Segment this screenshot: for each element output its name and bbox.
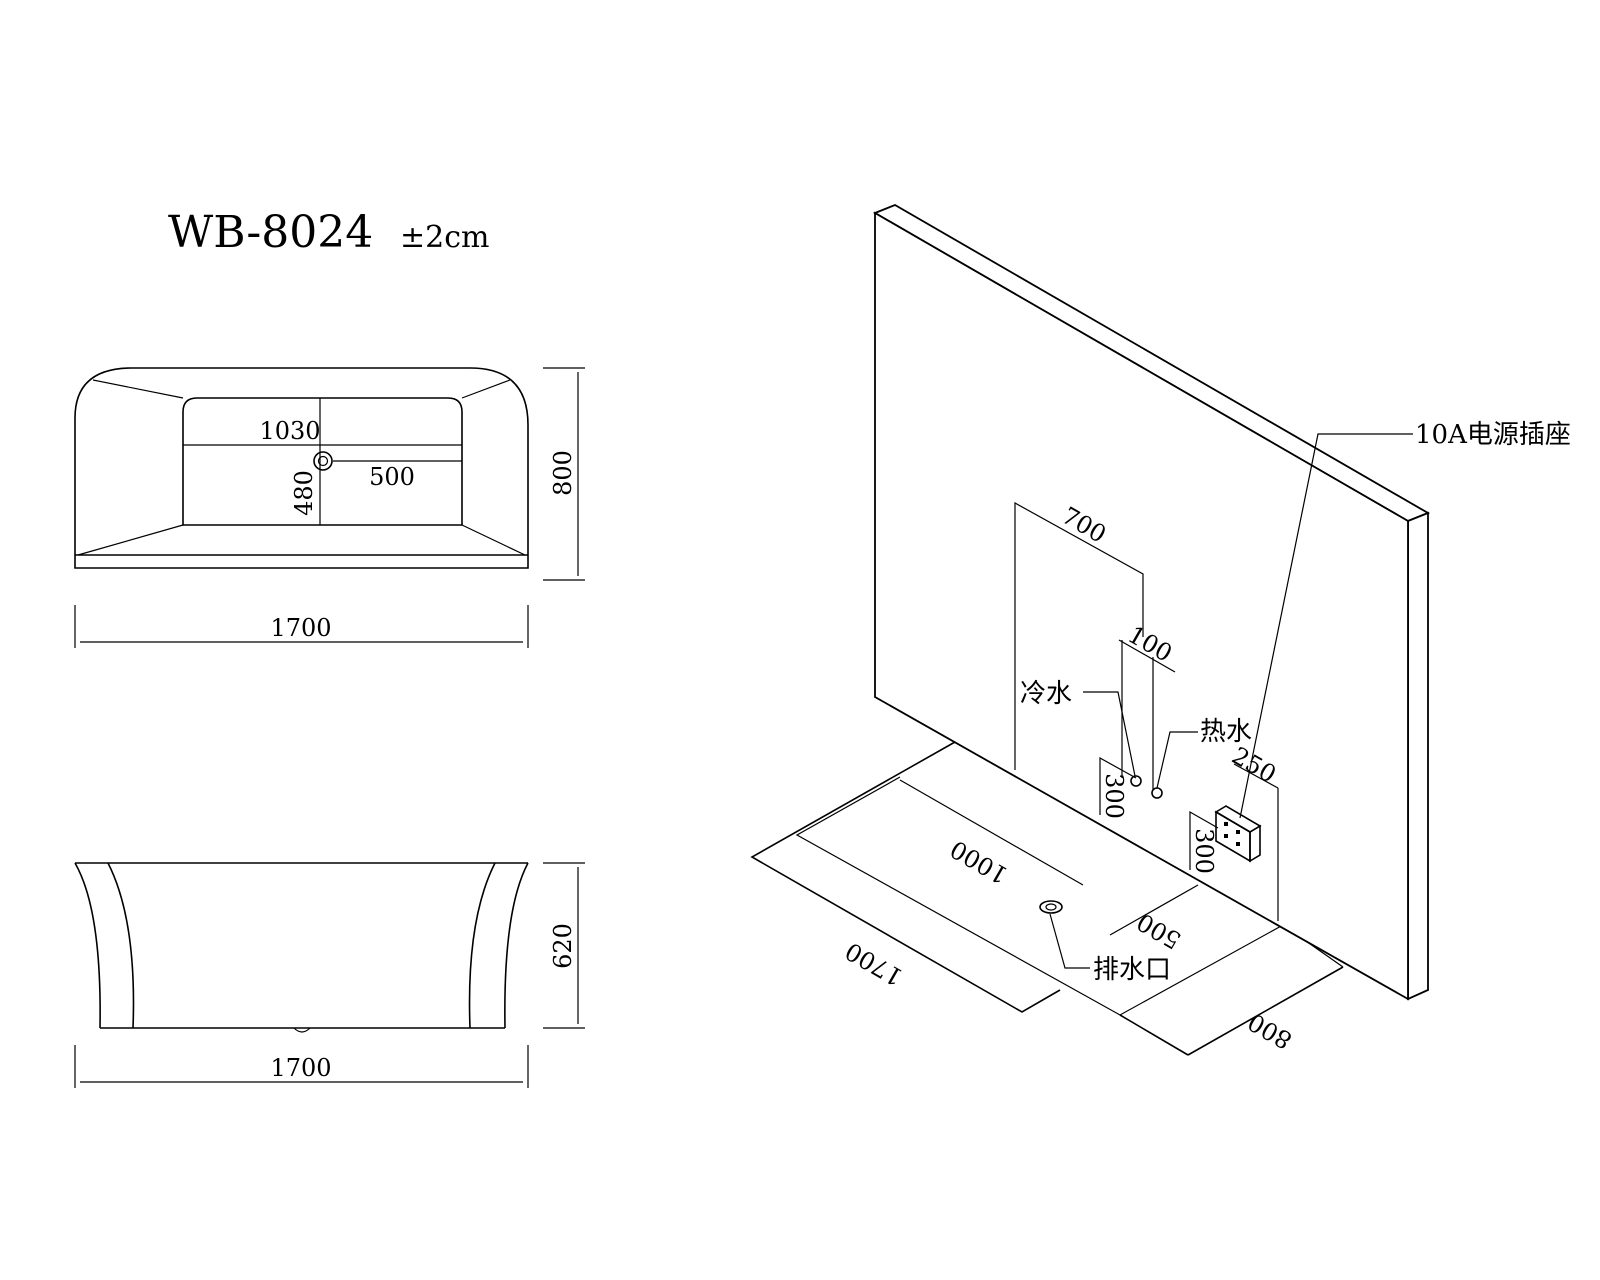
drain-icon	[313, 451, 333, 471]
dim-floor-width: 800	[1243, 1007, 1297, 1054]
dim-drain-distance: 1000	[946, 835, 1013, 890]
tolerance-label: ±2cm	[400, 220, 489, 255]
drain-outlet-icon	[1039, 900, 1063, 914]
dim-height: 620	[549, 923, 577, 969]
hot-water-label: 热水	[1200, 717, 1252, 747]
cold-water-tap-icon	[1130, 775, 1142, 787]
dim-tap-height: 300	[1100, 773, 1128, 819]
dim-drain-side: 500	[1132, 907, 1186, 954]
dim-drain-offset: 500	[369, 463, 415, 491]
drain-label: 排水口	[1093, 955, 1171, 985]
dim-drain-depth: 480	[290, 470, 318, 516]
socket-label: 10A电源插座	[1415, 420, 1571, 450]
dim-socket-height: 300	[1190, 828, 1218, 874]
installation-view: 700 100 冷水 热水 300 250 300	[750, 204, 1571, 1056]
dim-width: 800	[549, 450, 577, 496]
dim-floor-length: 1700	[841, 937, 908, 992]
cold-water-label: 冷水	[1020, 679, 1072, 709]
dim-inner-length: 1030	[259, 417, 320, 445]
model-title: WB-8024	[168, 207, 373, 258]
top-view: 1030 500 480 800 1700	[74, 367, 585, 648]
dim-length-top: 1700	[270, 614, 331, 642]
side-view: 620 1700	[74, 862, 585, 1088]
dim-length-side: 1700	[270, 1054, 331, 1082]
power-socket-icon	[1214, 805, 1262, 863]
